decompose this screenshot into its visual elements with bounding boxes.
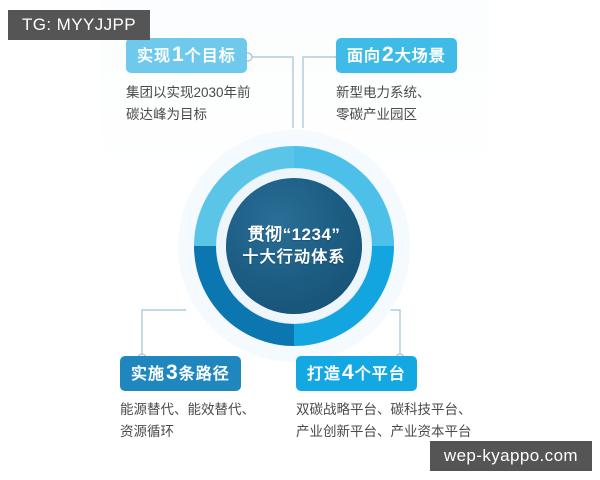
- node-platform-description: 双碳战略平台、碳科技平台、 产业创新平台、产业资本平台: [296, 402, 472, 439]
- node-scenario-badge-suffix: 大场景: [394, 48, 446, 65]
- node-goal-badge-prefix: 实现: [137, 48, 172, 65]
- watermark-bottom-right: wep-kyappo.com: [429, 441, 592, 471]
- node-platform-badge-prefix: 打造: [307, 366, 342, 383]
- node-goal-badge-number: 1: [172, 43, 184, 66]
- node-goal: 实现1个目标 集团以实现2030年前 碳达峰为目标: [126, 38, 288, 126]
- ring-segment-top-right: [294, 146, 394, 246]
- node-path-description: 能源替代、能效替代、 资源循环: [120, 402, 255, 439]
- node-scenario-badge[interactable]: 面向2大场景: [336, 38, 457, 74]
- node-scenario-badge-number: 2: [382, 43, 394, 66]
- node-path: 实施3条路径 能源替代、能效替代、 资源循环: [120, 356, 282, 443]
- node-path-badge[interactable]: 实施3条路径: [120, 356, 241, 392]
- node-path-badge-prefix: 实施: [131, 366, 166, 383]
- node-platform-badge-suffix: 个平台: [354, 366, 406, 383]
- node-scenario: 面向2大场景 新型电力系统、 零碳产业园区: [336, 38, 489, 126]
- ring-segment-top-left: [194, 146, 294, 246]
- node-platform-badge[interactable]: 打造4个平台: [296, 356, 417, 392]
- center-line-1: 贯彻“1234”: [247, 224, 341, 244]
- node-path-badge-number: 3: [166, 361, 178, 384]
- watermark-top-left: TG: MYYJJPP: [8, 10, 150, 40]
- ring-segment-bottom-left: [194, 246, 294, 346]
- center-line-2: 十大行动体系: [242, 248, 346, 266]
- node-goal-badge-suffix: 个目标: [184, 48, 236, 65]
- node-platform: 打造4个平台 双碳战略平台、碳科技平台、 产业创新平台、产业资本平台: [296, 356, 489, 443]
- donut-ring: 贯彻“1234” 十大行动体系: [176, 128, 412, 364]
- node-goal-description: 集团以实现2030年前 碳达峰为目标: [126, 85, 251, 122]
- node-path-badge-suffix: 条路径: [178, 366, 230, 383]
- node-scenario-badge-prefix: 面向: [347, 48, 382, 65]
- node-scenario-description: 新型电力系统、 零碳产业园区: [336, 85, 431, 122]
- infographic-card: 贯彻“1234” 十大行动体系 实现1个目标 集团以实现2030年前 碳达峰为目…: [100, 0, 489, 458]
- node-goal-badge[interactable]: 实现1个目标: [126, 38, 247, 74]
- center-hub: 贯彻“1234” 十大行动体系: [226, 178, 362, 314]
- ring-segment-bottom-right: [294, 246, 394, 346]
- node-platform-badge-number: 4: [342, 361, 354, 384]
